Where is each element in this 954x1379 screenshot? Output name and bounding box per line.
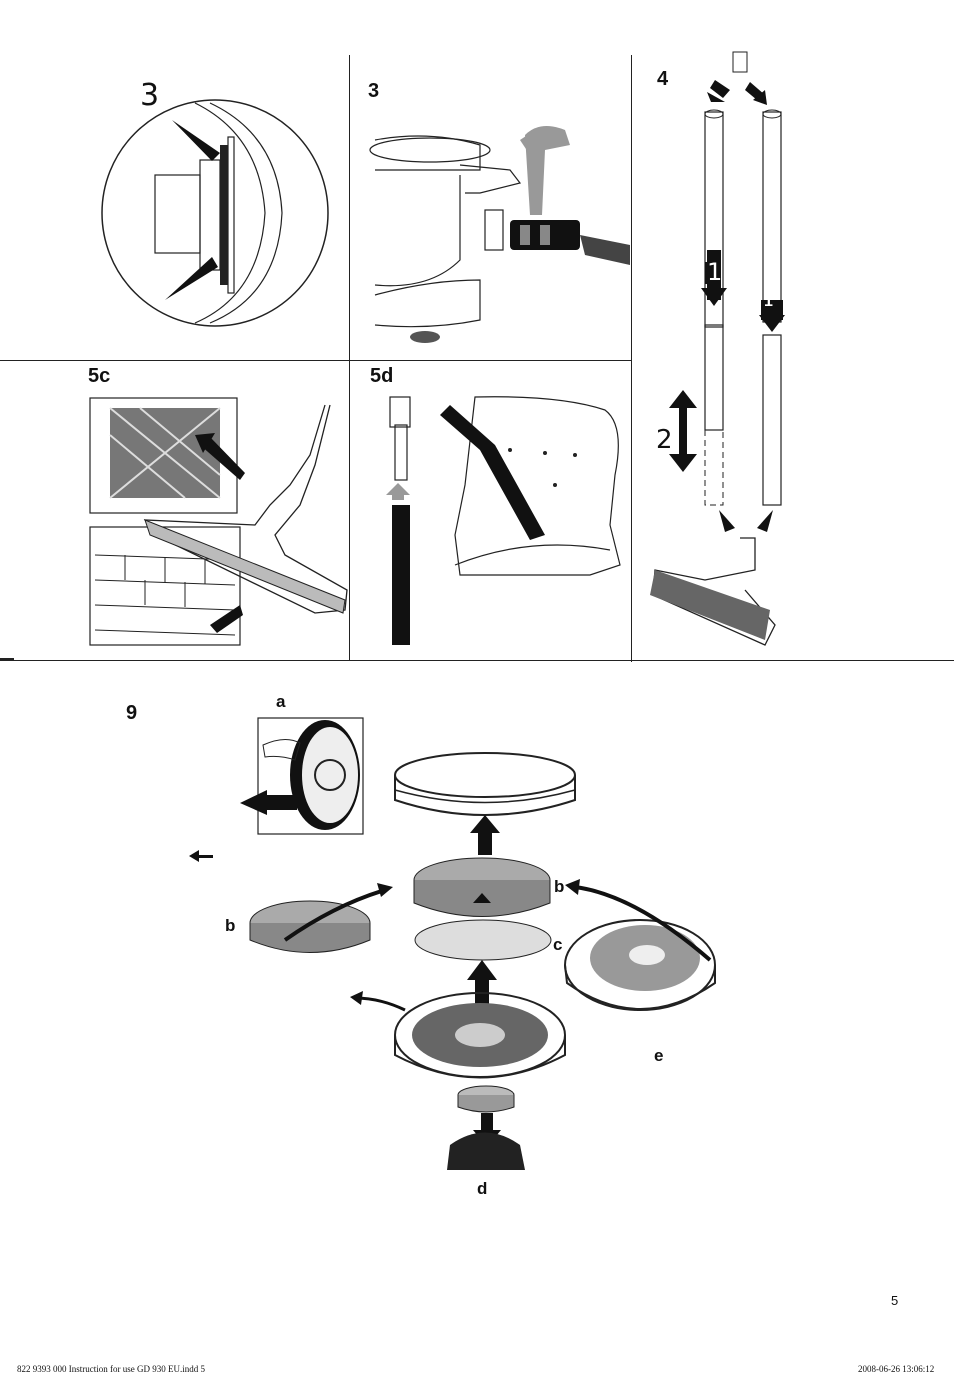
- divider-horizontal-bottom: [0, 660, 954, 661]
- panel-1-illustration: [101, 99, 329, 327]
- panel-5-number: 5d: [370, 365, 394, 387]
- panel-4-number: 5c: [88, 365, 111, 387]
- label-e: e: [654, 1046, 664, 1065]
- footer-left: 822 9393 000 Instruction for use GD 930 …: [17, 1364, 205, 1374]
- step-1-label: 1: [707, 258, 723, 286]
- divider-edge-mark: [0, 658, 14, 660]
- label-c: c: [553, 935, 563, 954]
- label-b-right: b: [554, 877, 565, 896]
- divider-vertical-right: [631, 55, 632, 662]
- panel-3-illustration: [650, 51, 785, 646]
- step-1b-label: 1: [764, 293, 773, 310]
- panel-5-illustration: [386, 396, 621, 645]
- divider-horizontal-middle: [0, 360, 631, 361]
- step-1-badge: [705, 262, 719, 284]
- panel-3-number: 4: [657, 68, 669, 90]
- label-b-left: b: [225, 916, 236, 935]
- panel-2-number: 3: [368, 80, 380, 102]
- section-9-number: 9: [126, 702, 138, 724]
- label-a: a: [276, 692, 286, 711]
- filter-assembly-illustration: [189, 717, 716, 1170]
- panel-4-illustration: [89, 397, 348, 646]
- label-d: d: [477, 1179, 488, 1198]
- panel-1-number: 3: [140, 78, 160, 113]
- panel-2-illustration: [369, 126, 630, 343]
- step-2-label: 2: [656, 425, 673, 455]
- footer-right: 2008-06-26 13:06:12: [858, 1364, 935, 1374]
- page-number: 5: [891, 1293, 899, 1308]
- divider-vertical-left: [349, 55, 350, 660]
